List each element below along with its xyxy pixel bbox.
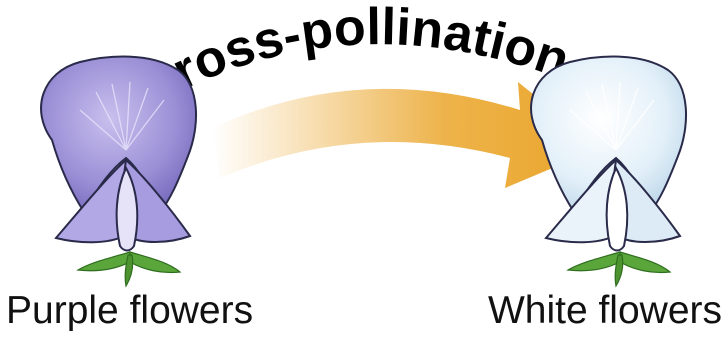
purple-flowers-label: Purple flowers (6, 286, 253, 336)
purple-flower-illustration (41, 57, 196, 286)
white-flower-illustration (531, 57, 686, 286)
white-flowers-label: White flowers (488, 286, 722, 336)
